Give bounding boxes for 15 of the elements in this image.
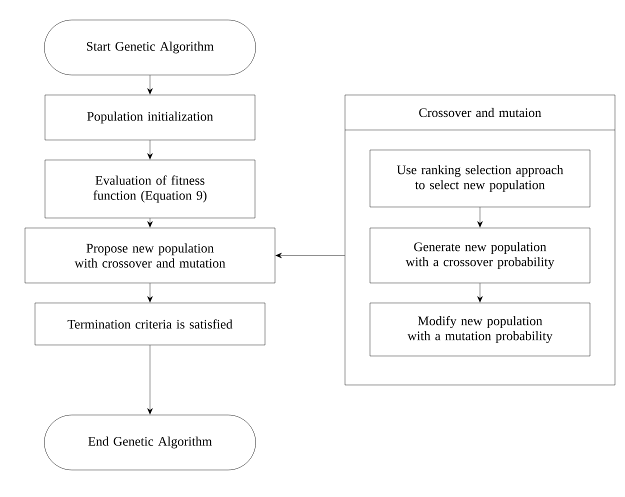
arrow (147, 218, 153, 228)
arrow (147, 345, 153, 414)
process-box: Propose new population with crossover and mutation (24, 228, 276, 284)
arrow (477, 207, 483, 228)
process-box: Evaluation of fitness function (Equation 9) (44, 160, 256, 218)
process-box: Use ranking selection approach to select new population (370, 150, 590, 208)
arrow (147, 140, 153, 160)
arrow (147, 283, 153, 302)
arrow (477, 283, 483, 302)
process-box: Termination criteria is satisfied (34, 302, 266, 346)
arrow (276, 252, 345, 258)
arrow (147, 75, 153, 94)
process-box: Modify new population with a mutation probability (370, 302, 590, 356)
process-box: Population initialization (44, 94, 256, 140)
process-box: Generate new population with a crossover probability (370, 228, 590, 284)
